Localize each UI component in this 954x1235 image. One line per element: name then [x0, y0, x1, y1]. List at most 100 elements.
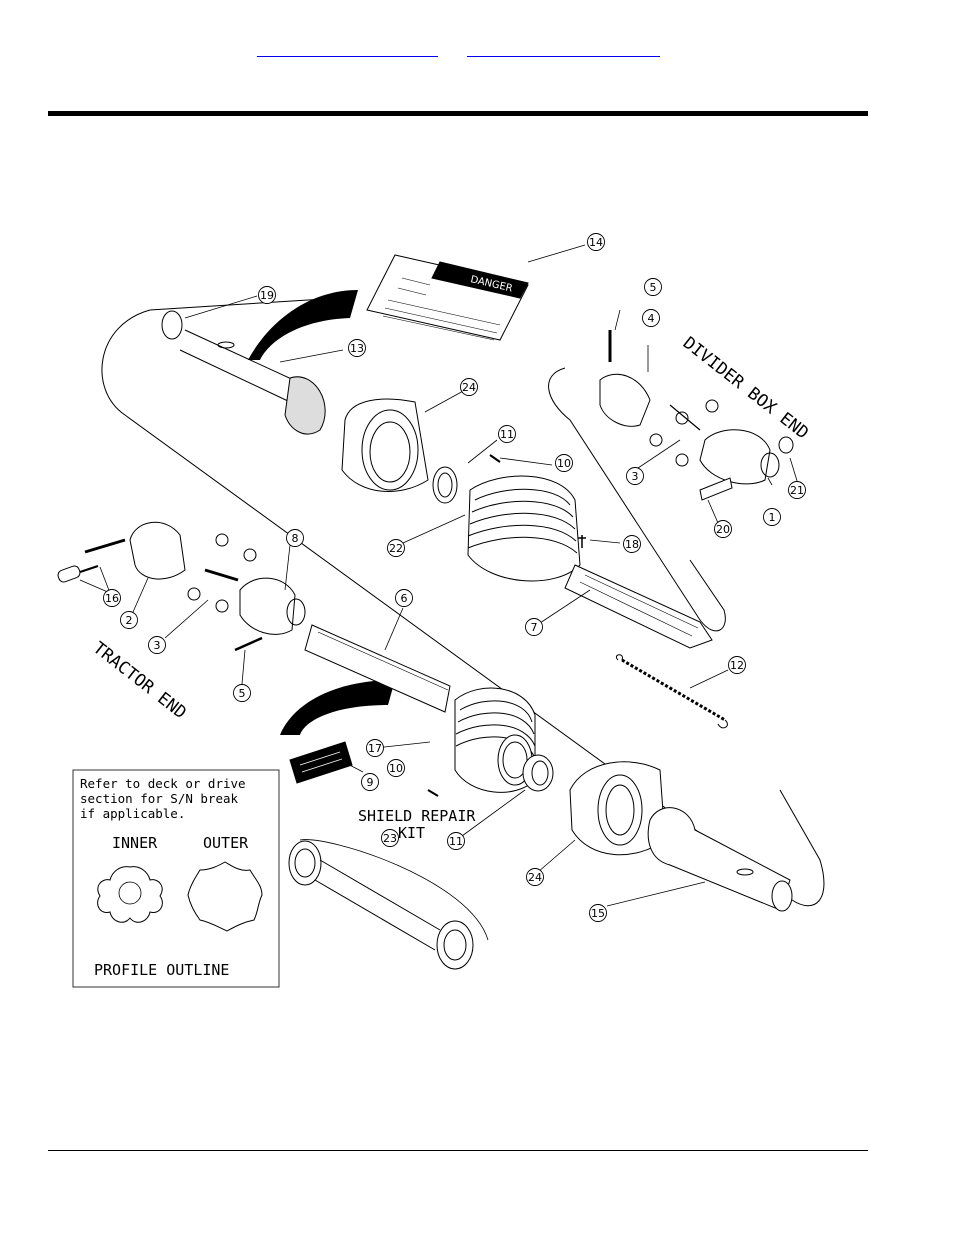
tractor-end-label: TRACTOR END: [89, 638, 190, 723]
shield-repair-label-1: SHIELD REPAIR: [358, 807, 476, 825]
callout-10-lower: 10: [387, 759, 405, 777]
bearing-ring-upper: [432, 466, 458, 504]
svg-text:11: 11: [500, 428, 514, 441]
svg-text:10: 10: [389, 762, 403, 775]
svg-text:12: 12: [730, 659, 744, 672]
callout-11-lower: 11: [447, 832, 465, 850]
header-rule: [48, 111, 868, 116]
svg-text:section for S/N break: section for S/N break: [80, 791, 239, 806]
inner-tube: [304, 624, 451, 713]
svg-text:if applicable.: if applicable.: [80, 806, 185, 821]
svg-text:21: 21: [790, 484, 804, 497]
callout-5-lower: 5: [233, 684, 251, 702]
svg-text:9: 9: [367, 776, 374, 789]
inner-profile-tube: [564, 564, 713, 649]
callouts: 14 19 13 24 5 4 3 1 21 20 11 10 22 18 7 …: [103, 233, 806, 922]
danger-decal: DANGER: [366, 254, 529, 341]
callout-21: 21: [788, 481, 806, 499]
svg-text:5: 5: [650, 281, 657, 294]
callout-11-upper: 11: [498, 425, 516, 443]
svg-text:3: 3: [632, 470, 639, 483]
svg-text:5: 5: [239, 687, 246, 700]
shield-cone-lower: [569, 761, 666, 856]
shield-bellows-lower: [454, 687, 536, 793]
svg-text:8: 8: [292, 532, 299, 545]
callout-23: 23: [381, 829, 399, 847]
warning-decal-small: [289, 741, 353, 784]
shield-repair-kit: [288, 839, 489, 970]
svg-text:1: 1: [769, 511, 776, 524]
grease-fitting: [578, 535, 586, 548]
svg-text:17: 17: [368, 742, 382, 755]
callout-22: 22: [387, 539, 405, 557]
svg-text:15: 15: [591, 907, 605, 920]
callout-16: 16: [103, 589, 121, 607]
divider-box-end-label: DIVIDER BOX END: [679, 333, 812, 443]
callout-15: 15: [589, 904, 607, 922]
outer-profile-shape: [187, 861, 263, 932]
svg-text:24: 24: [528, 871, 542, 884]
svg-text:Refer to deck or drive: Refer to deck or drive: [80, 776, 246, 791]
callout-24-upper: 24: [460, 378, 478, 396]
callout-13: 13: [348, 339, 366, 357]
callout-18: 18: [623, 535, 641, 553]
shield-repair-label-2: KIT: [398, 824, 425, 842]
svg-text:14: 14: [589, 236, 603, 249]
svg-text:18: 18: [625, 538, 639, 551]
top-link-left[interactable]: [257, 42, 438, 57]
safety-chain: [616, 654, 728, 729]
callout-7: 7: [525, 618, 543, 636]
svg-text:16: 16: [105, 592, 119, 605]
callout-3-upper: 3: [626, 467, 644, 485]
callout-1: 1: [763, 508, 781, 526]
callout-17: 17: [366, 739, 384, 757]
svg-text:7: 7: [531, 621, 538, 634]
svg-text:20: 20: [716, 523, 730, 536]
inner-profile-shape: [97, 866, 163, 923]
svg-text:22: 22: [389, 542, 403, 555]
callout-9: 9: [361, 773, 379, 791]
svg-text:INNER: INNER: [112, 834, 158, 852]
decal-arrow-lower: [280, 680, 395, 735]
callout-12: 12: [728, 656, 746, 674]
svg-text:24: 24: [462, 381, 476, 394]
svg-text:11: 11: [449, 835, 463, 848]
decal-arrow-upper: [248, 290, 358, 360]
callout-6: 6: [395, 589, 413, 607]
callout-14: 14: [587, 233, 605, 251]
footer-rule: [48, 1150, 868, 1151]
tractor-yoke-assembly: [57, 521, 306, 652]
leader-lines: [79, 244, 799, 907]
svg-text:23: 23: [383, 832, 397, 845]
callout-24-lower: 24: [526, 868, 544, 886]
top-link-right[interactable]: [467, 42, 660, 57]
profile-note-box: Refer to deck or drive section for S/N b…: [72, 769, 280, 988]
svg-text:3: 3: [154, 639, 161, 652]
callout-20: 20: [714, 520, 732, 538]
outer-tube-lower: [647, 807, 793, 912]
svg-text:OUTER: OUTER: [203, 834, 249, 852]
svg-text:4: 4: [648, 312, 655, 325]
svg-text:10: 10: [557, 457, 571, 470]
svg-text:2: 2: [126, 614, 133, 627]
divider-yoke-assembly: [599, 330, 794, 501]
callout-2: 2: [120, 611, 138, 629]
svg-text:PROFILE OUTLINE: PROFILE OUTLINE: [94, 961, 229, 979]
callout-10-upper: 10: [555, 454, 573, 472]
screw-upper: [489, 454, 501, 463]
callout-5-upper: 5: [644, 278, 662, 296]
callout-4: 4: [642, 309, 660, 327]
shield-cone-upper: [341, 398, 429, 492]
callout-19: 19: [258, 286, 276, 304]
shield-bellows-upper: [467, 475, 581, 582]
svg-text:19: 19: [260, 289, 274, 302]
bearing-ring-lower: [522, 754, 554, 792]
screw-lower: [427, 789, 439, 797]
callout-8: 8: [286, 529, 304, 547]
svg-text:13: 13: [350, 342, 364, 355]
driveline-envelope: [101, 297, 825, 907]
callout-3-lower: 3: [148, 636, 166, 654]
outer-tube: [161, 310, 326, 435]
svg-text:6: 6: [401, 592, 408, 605]
